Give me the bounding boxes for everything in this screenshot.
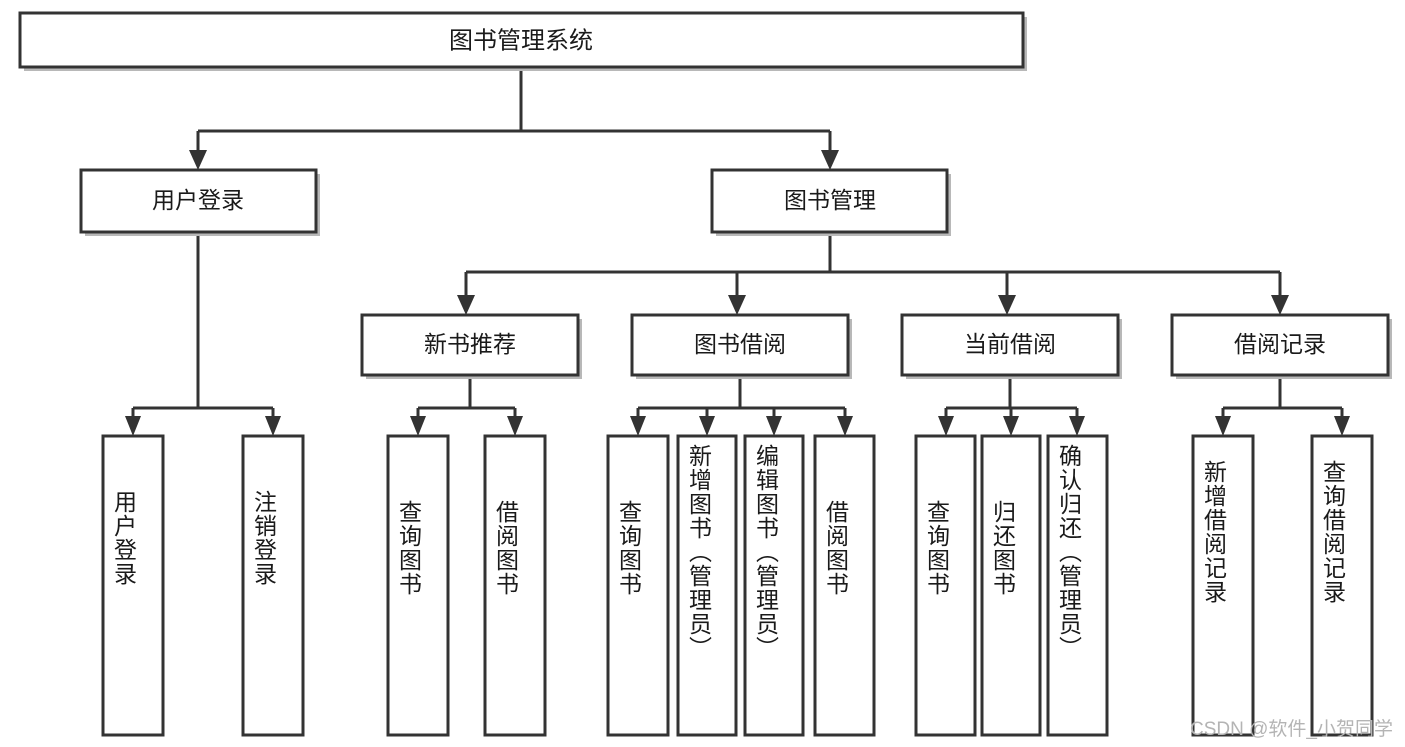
node-user-login-label: 用户登录: [152, 187, 244, 213]
arrow-head-borrow-record: [1271, 295, 1289, 315]
node-current-borrow-label: 当前借阅: [964, 331, 1056, 357]
arrow-head-new-book-recommend: [457, 295, 475, 315]
arrow-head-leaf-query-record: [1334, 416, 1350, 436]
arrow-head-leaf-add-book: [699, 416, 715, 436]
arrow-head-leaf-edit-book: [766, 416, 782, 436]
node-root-label: 图书管理系统: [449, 27, 593, 54]
arrow-head-current-borrow: [998, 295, 1016, 315]
node-book-management-label: 图书管理: [784, 187, 876, 213]
leaf-query-book-1-box[interactable]: [386, 434, 450, 737]
connector-layer: [125, 67, 1350, 436]
arrow-head-leaf-borrow-book-2: [837, 416, 853, 436]
node-book-management-box: [710, 168, 949, 234]
arrow-head-leaf-query-book-3: [938, 416, 954, 436]
node-borrow-record[interactable]: 借阅记录: [1170, 313, 1392, 379]
watermark-text: CSDN @软件_小贺同学: [1190, 719, 1393, 740]
arrow-head-leaf-logout: [265, 416, 281, 436]
node-book-borrow-label: 图书借阅: [694, 331, 786, 357]
leaf-borrow-book-1-box[interactable]: [483, 434, 547, 737]
leaf-confirm-return-box[interactable]: [1046, 434, 1109, 737]
node-user-login-box: [79, 168, 318, 234]
node-user-login[interactable]: 用户登录: [79, 168, 320, 236]
arrow-head-user-login: [189, 150, 207, 170]
leaf-user-login-box[interactable]: [101, 434, 165, 737]
arrow-head-leaf-borrow-book-1: [507, 416, 523, 436]
arrow-head-leaf-query-book-1: [410, 416, 426, 436]
node-new-book-recommend-box: [360, 313, 580, 377]
leaf-edit-book-box[interactable]: [743, 434, 805, 737]
node-book-borrow-box: [630, 313, 850, 377]
arrow-head-book-management: [821, 150, 839, 170]
node-new-book-recommend-label: 新书推荐: [424, 331, 516, 357]
leaf-query-record-box[interactable]: [1310, 434, 1374, 737]
node-current-borrow-box: [900, 313, 1120, 377]
node-root-box: [18, 11, 1025, 69]
node-borrow-record-label: 借阅记录: [1234, 331, 1326, 357]
leaf-add-record-box[interactable]: [1191, 434, 1255, 737]
arrow-head-leaf-return-book: [1003, 416, 1019, 436]
leaf-query-book-2-box[interactable]: [606, 434, 670, 737]
node-new-book-recommend[interactable]: 新书推荐: [360, 313, 582, 379]
leaf-add-book-box[interactable]: [676, 434, 738, 737]
arrow-head-leaf-add-record: [1215, 416, 1231, 436]
arrow-head-leaf-query-book-2: [630, 416, 646, 436]
arrow-head-leaf-user-login: [125, 416, 141, 436]
leaf-borrow-book-2-box[interactable]: [813, 434, 876, 737]
arrow-head-leaf-confirm-return: [1069, 416, 1085, 436]
leaf-logout-box[interactable]: [241, 434, 305, 737]
node-book-borrow[interactable]: 图书借阅: [630, 313, 852, 379]
node-borrow-record-box: [1170, 313, 1390, 377]
leaf-query-book-3-box[interactable]: [914, 434, 977, 737]
leaf-boxes: [101, 434, 1374, 737]
node-current-borrow[interactable]: 当前借阅: [900, 313, 1122, 379]
node-root[interactable]: 图书管理系统: [18, 11, 1027, 71]
arrow-head-book-borrow: [728, 295, 746, 315]
node-book-management[interactable]: 图书管理: [710, 168, 951, 236]
leaf-return-book-box[interactable]: [980, 434, 1042, 737]
